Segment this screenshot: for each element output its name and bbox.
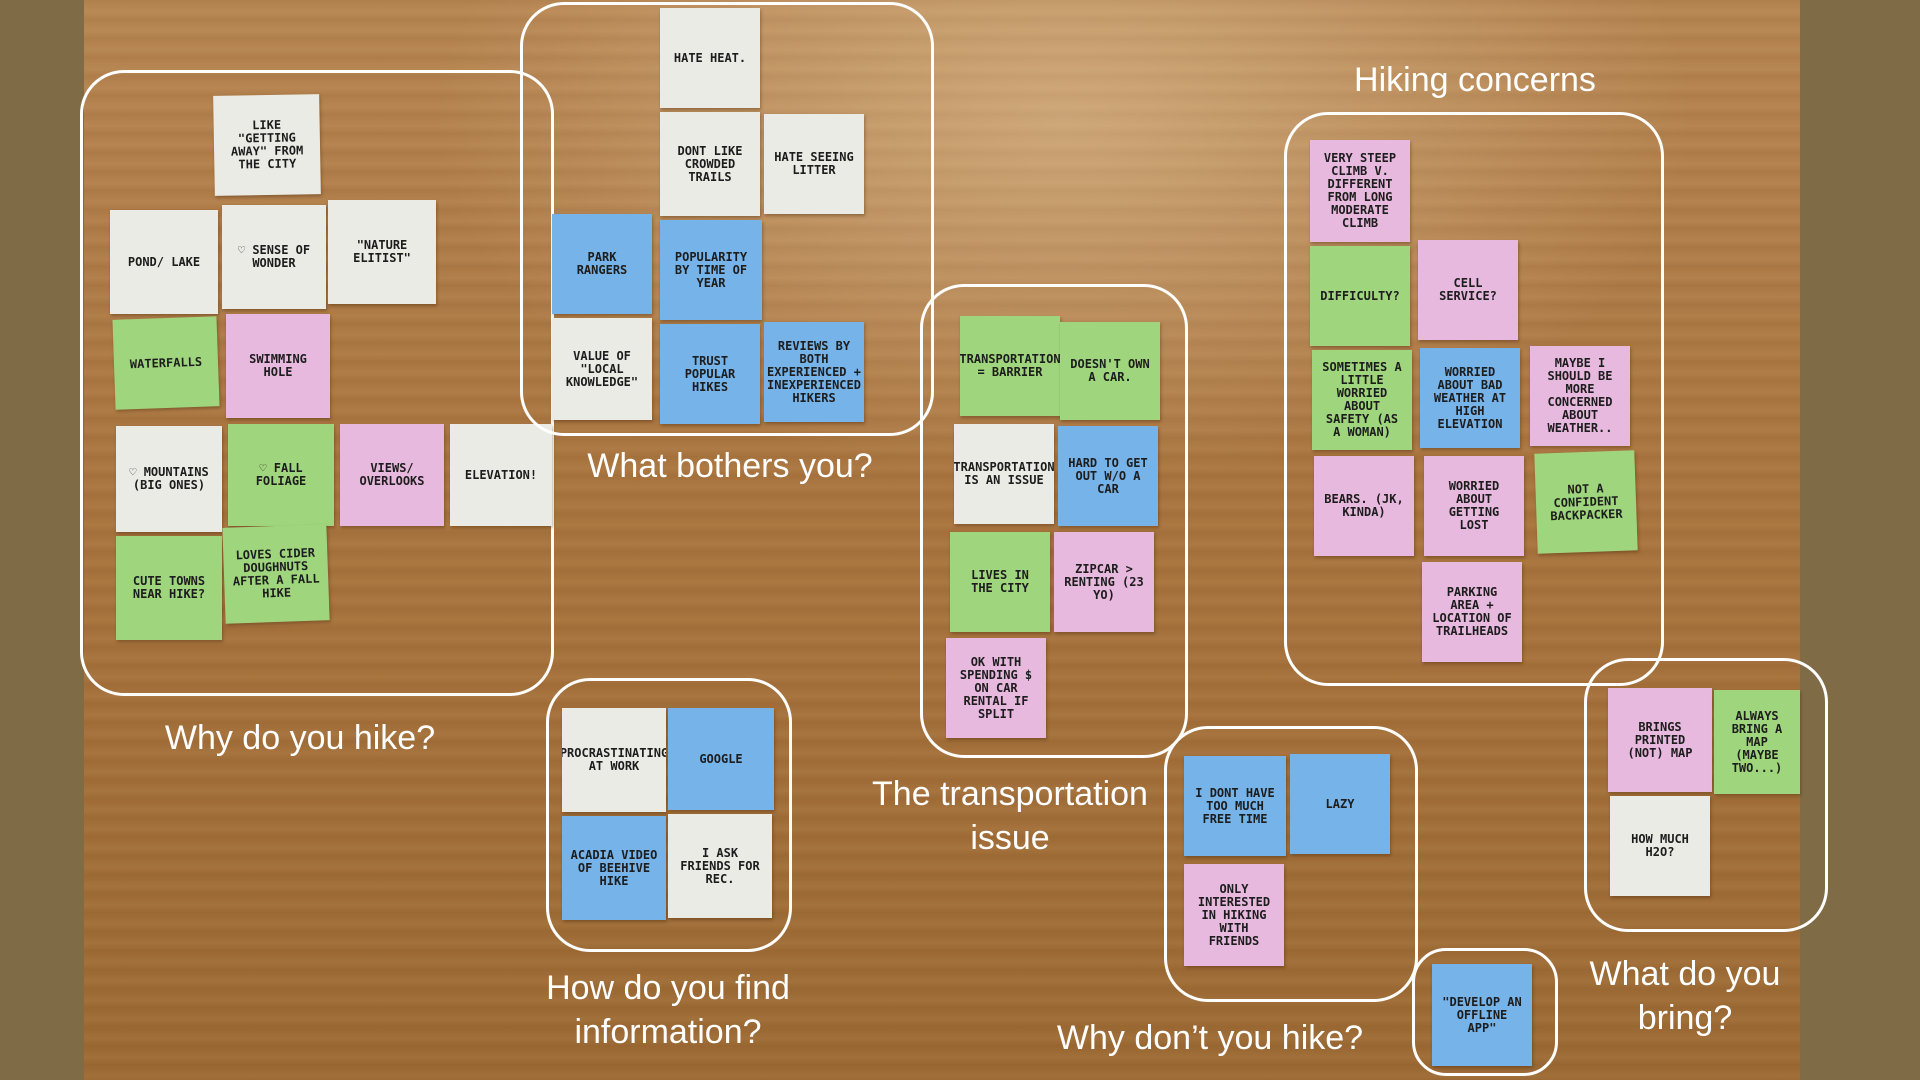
- note-google: Google: [668, 708, 774, 810]
- note-sense-of-wonder: ♡ Sense of wonder: [222, 205, 326, 309]
- note-hard-without-car: Hard to get out w/o a car: [1058, 426, 1158, 526]
- caption-what-bring: What do you bring?: [1589, 955, 1781, 1037]
- group-what-bring: [1584, 658, 1828, 932]
- note-waterfalls: Waterfalls: [112, 316, 220, 410]
- note-parking: Parking area + location of trailheads: [1422, 562, 1522, 662]
- note-cell-service: Cell service?: [1418, 240, 1518, 340]
- note-cute-towns: Cute towns near hike?: [116, 536, 222, 640]
- caption-hiking-concerns: Hiking concerns: [1354, 61, 1596, 99]
- note-safety: Sometimes a little worried about safety …: [1312, 350, 1412, 450]
- note-free-time: I dont have too much free time: [1184, 756, 1286, 856]
- note-elevation: Elevation!: [450, 424, 552, 526]
- note-zipcar: Zipcar > renting (23 yo): [1054, 532, 1154, 632]
- group-find-information: [546, 678, 792, 952]
- note-water: How much H2O?: [1610, 796, 1710, 896]
- note-backpacker: Not a confident backpacker: [1534, 450, 1638, 554]
- caption-find-information: How do you find information?: [546, 969, 790, 1051]
- note-hate-heat: Hate heat.: [660, 8, 760, 108]
- note-procrastinating: Procrastinating at work: [562, 708, 666, 812]
- note-lazy: Lazy: [1290, 754, 1390, 854]
- note-fall-foliage: ♡ Fall foliage: [228, 424, 334, 526]
- note-difficulty: Difficulty?: [1310, 246, 1410, 346]
- caption-why-hike: Why do you hike?: [164, 719, 436, 757]
- caption-what-bothers: What bothers you?: [587, 447, 873, 485]
- group-offline-app: [1412, 948, 1558, 1076]
- group-why-not-hike: [1164, 726, 1418, 1002]
- note-crowded-trails: Dont like crowded trails: [660, 112, 760, 216]
- note-ask-friends: I ask friends for rec.: [668, 814, 772, 918]
- note-steep-climb: Very steep climb v. different from long …: [1310, 140, 1410, 242]
- note-offline-app: "Develop an offline app": [1432, 964, 1532, 1066]
- right-border: [1800, 0, 1920, 1080]
- caption-transportation: The transportation issue: [872, 775, 1148, 857]
- group-transportation: [920, 284, 1188, 758]
- note-transport-barrier: Transportation = barrier: [960, 316, 1060, 416]
- note-cider-doughnuts: Loves cider doughnuts after a fall hike: [222, 524, 330, 624]
- note-nature-elitist: "Nature elitist": [328, 200, 436, 304]
- note-local-knowledge: Value of "local knowledge": [552, 318, 652, 420]
- note-trust-popular: Trust popular hikes: [660, 324, 760, 424]
- note-printed-map: Brings printed (not) map: [1608, 688, 1712, 792]
- note-litter: Hate seeing litter: [764, 114, 864, 214]
- note-views: Views/ overlooks: [340, 424, 444, 526]
- note-no-car: Doesn't own a car.: [1060, 322, 1160, 420]
- note-park-rangers: Park rangers: [552, 214, 652, 314]
- caption-why-not-hike: Why don’t you hike?: [1056, 1019, 1364, 1057]
- group-hiking-concerns: [1284, 112, 1664, 686]
- note-bring-map: Always bring a map (maybe two...): [1714, 690, 1800, 794]
- note-weather-concern: Maybe I should be more concerned about w…: [1530, 346, 1630, 446]
- note-reviews: Reviews by both experienced + inexperien…: [764, 322, 864, 422]
- note-getting-away: Like "getting away" from the city: [213, 94, 321, 196]
- note-acadia-video: Acadia video of Beehive hike: [562, 816, 666, 920]
- note-swimming-hole: Swimming hole: [226, 314, 330, 418]
- left-border: [0, 0, 84, 1080]
- note-bears: Bears. (jk, kinda): [1314, 456, 1414, 556]
- note-bad-weather: Worried about bad weather at high elevat…: [1420, 348, 1520, 448]
- note-with-friends: Only interested in hiking with friends: [1184, 864, 1284, 966]
- note-getting-lost: Worried about getting lost: [1424, 456, 1524, 556]
- note-popularity: Popularity by time of year: [660, 220, 762, 320]
- group-what-bothers: [520, 2, 934, 436]
- note-transport-issue: Transportation is an issue: [954, 424, 1054, 524]
- note-car-rental: OK with spending $ on car rental if spli…: [946, 638, 1046, 738]
- note-lives-city: Lives in the city: [950, 532, 1050, 632]
- note-mountains: ♡ Mountains (big ones): [116, 426, 222, 532]
- note-pond-lake: Pond/ lake: [110, 210, 218, 314]
